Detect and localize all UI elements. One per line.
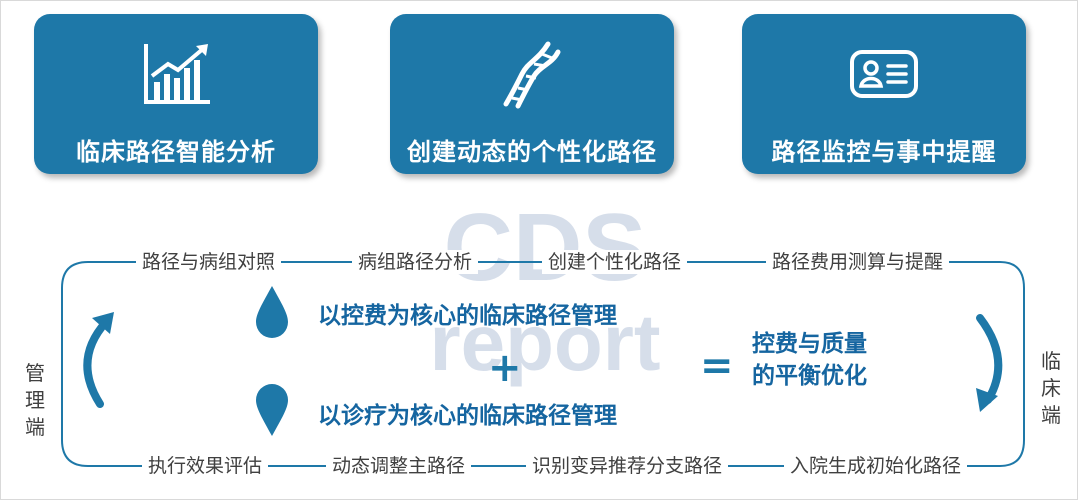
- step-dynamic-adjust-main-path: 动态调整主路径: [326, 454, 472, 478]
- side-label-management: 管理端: [25, 361, 45, 439]
- left-cycle-arrow: [83, 318, 110, 408]
- diagnosis-management: 以诊疗为核心的临床路径管理: [318, 403, 617, 429]
- step-path-cost-estimation: 路径费用测算与提醒: [766, 250, 950, 274]
- card-dynamic-path: 创建动态的个性化路径: [390, 14, 674, 174]
- result-balance-optimization: 控费与质量 的平衡优化: [752, 328, 902, 392]
- droplet-icon-bottom: [256, 384, 288, 436]
- equals-sign: =: [700, 343, 734, 389]
- card-title: 临床路径智能分析: [76, 138, 276, 166]
- card-title: 路径监控与事中提醒: [771, 138, 997, 166]
- cost-control-management: 以控费为核心的临床路径管理: [318, 303, 617, 329]
- step-create-personalized-path: 创建个性化路径: [542, 250, 688, 274]
- id-card-icon: [850, 50, 918, 98]
- step-path-group-mapping: 路径与病组对照: [136, 250, 282, 274]
- bar-chart-trend-icon: [144, 44, 210, 104]
- result-line-1: 控费与质量: [752, 331, 867, 357]
- step-variant-branch-path: 识别变异推荐分支路径: [526, 454, 729, 478]
- step-effect-evaluation: 执行效果评估: [142, 454, 269, 478]
- plus-sign: +: [488, 345, 522, 391]
- step-admission-init-path: 入院生成初始化路径: [784, 454, 968, 478]
- right-cycle-arrow: [976, 314, 1003, 404]
- side-label-clinical: 临床端: [1041, 349, 1061, 427]
- card-intelligent-analysis: 临床路径智能分析: [34, 14, 318, 174]
- dna-icon: [503, 41, 561, 109]
- step-group-path-analysis: 病组路径分析: [352, 250, 479, 274]
- result-line-2: 的平衡优化: [752, 363, 867, 389]
- card-title: 创建动态的个性化路径: [407, 138, 657, 166]
- droplet-icon-top: [256, 286, 288, 338]
- card-path-monitoring: 路径监控与事中提醒: [742, 14, 1026, 174]
